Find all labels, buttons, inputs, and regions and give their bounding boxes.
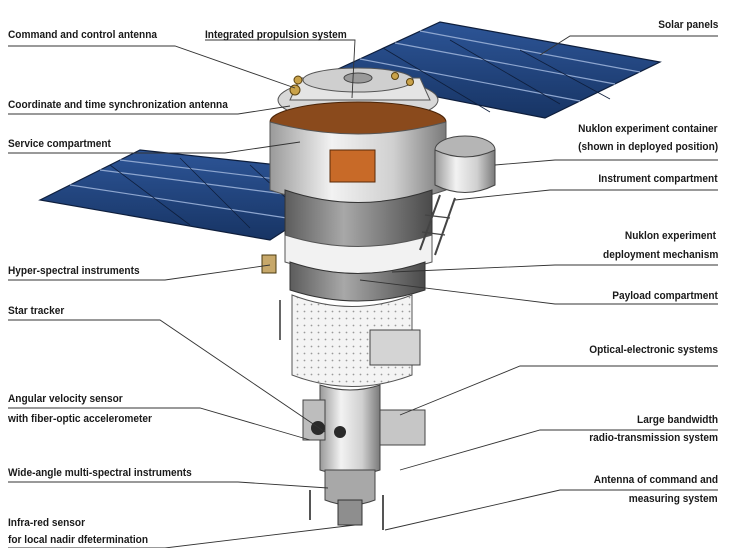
label-service-compartment: Service compartment xyxy=(8,138,111,150)
label-angular-velocity-1: Angular velocity sensor xyxy=(8,393,123,405)
label-payload-compartment: Payload compartment xyxy=(612,290,718,302)
label-propulsion: Integrated propulsion system xyxy=(205,29,347,41)
payload-compartment-body xyxy=(279,294,421,387)
label-command-antenna: Command and control antenna xyxy=(8,29,158,41)
label-wide-angle: Wide-angle multi-spectral instruments xyxy=(8,467,192,479)
label-nuklon-container-2: (shown in deployed position) xyxy=(578,141,718,153)
leader-lines xyxy=(8,35,718,548)
solar-panel-upper-right xyxy=(323,21,662,119)
label-antenna-cm-1: Antenna of command and xyxy=(593,474,718,486)
optics-column xyxy=(302,384,426,530)
label-infrared-1: Infra-red sensor xyxy=(8,517,86,529)
label-infrared-2: for local nadir dfetermination xyxy=(8,534,149,546)
label-star-tracker: Star tracker xyxy=(8,305,65,317)
label-antenna-cm-2: measuring system xyxy=(629,493,718,505)
label-nuklon-mechanism-1: Nuklon experiment xyxy=(624,230,716,242)
label-coordinate-antenna: Coordinate and time synchronization ante… xyxy=(8,99,228,111)
label-nuklon-mechanism-2: deployment mechanism xyxy=(602,249,718,261)
label-large-bandwidth-2: radio-transmission system xyxy=(589,432,718,444)
label-hyper-spectral: Hyper-spectral instruments xyxy=(8,265,140,277)
nuklon-container xyxy=(419,135,496,256)
label-angular-velocity-2: with fiber-optic accelerometer xyxy=(8,413,152,425)
hyper-spectral-box xyxy=(261,254,277,274)
label-large-bandwidth-1: Large bandwidth xyxy=(637,414,718,426)
label-nuklon-container-1: Nuklon experiment container xyxy=(578,123,718,135)
service-compartment-body xyxy=(269,101,447,206)
label-optical-electronic: Optical-electronic systems xyxy=(589,344,718,356)
label-instrument-compartment: Instrument compartment xyxy=(598,173,718,185)
label-solar-panels: Solar panels xyxy=(657,19,718,31)
instrument-compartment-body xyxy=(284,189,433,302)
